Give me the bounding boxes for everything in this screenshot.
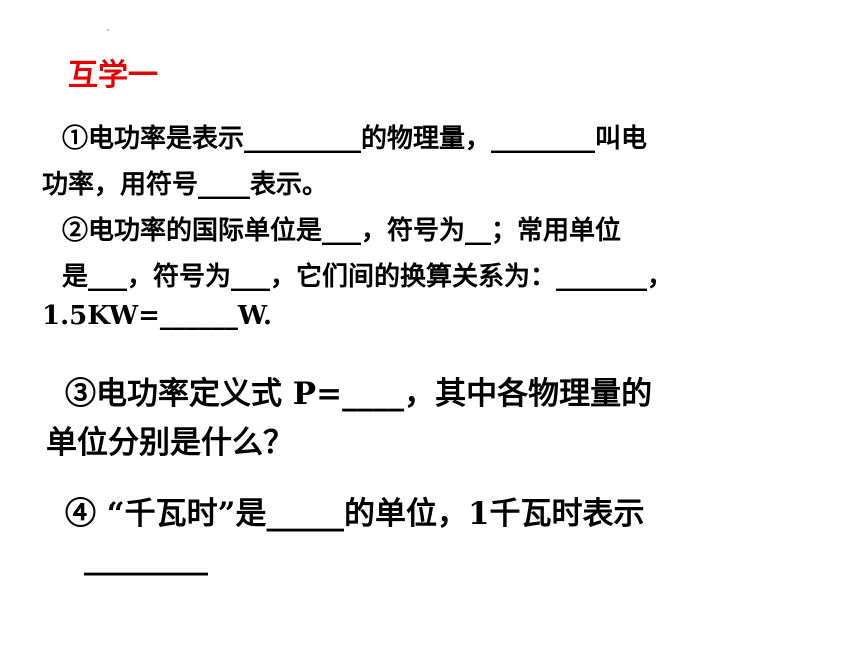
question-1-line-2: 功率，用符号____表示。 bbox=[42, 170, 329, 200]
question-1-line-1: ①电功率是表示_________的物理量，________叫电 bbox=[62, 124, 648, 154]
section-title: 互学一 bbox=[68, 58, 158, 93]
question-4-line-2: ________ bbox=[84, 540, 208, 576]
question-2-line-2: 是___，符号为___，它们间的换算关系为：_______， bbox=[62, 262, 674, 292]
decor-dot bbox=[107, 29, 109, 31]
question-3-line-1: ③电功率定义式 P=____，其中各物理量的 bbox=[65, 376, 653, 412]
question-2-line-3: 1.5KW=______W. bbox=[42, 301, 273, 331]
question-4-line-1: ④ “千瓦时”是_____的单位，1千瓦时表示 bbox=[65, 496, 645, 532]
question-3-line-2: 单位分别是什么？ bbox=[46, 425, 294, 461]
question-2-line-1: ②电功率的国际单位是___，符号为__；常用单位 bbox=[62, 216, 622, 246]
